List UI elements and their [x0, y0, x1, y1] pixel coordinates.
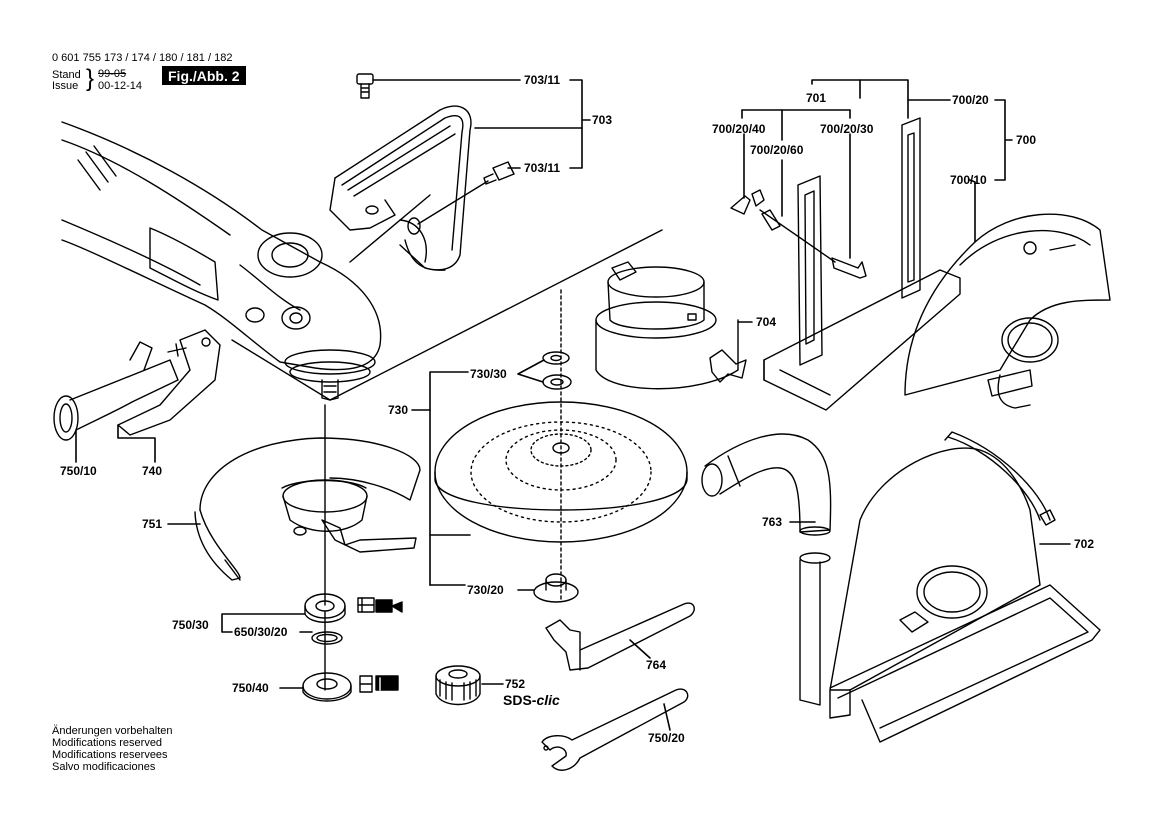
label-750-10: 750/10 — [60, 464, 97, 478]
label-703-11-top: 703/11 — [524, 73, 561, 87]
label-764: 764 — [646, 658, 667, 672]
stand-struck-date: 99-05 — [98, 68, 127, 80]
label-730-20: 730/20 — [467, 583, 504, 597]
label-751: 751 — [142, 517, 163, 531]
leader-lines — [75, 79, 1071, 731]
label-700-20: 700/20 — [952, 93, 989, 107]
assembly-axes — [231, 180, 836, 691]
adapter-704 — [595, 261, 747, 390]
pin-wrench-750-20 — [541, 688, 689, 771]
label-752: 752 — [505, 677, 526, 691]
issue-date: 00-12-14 — [98, 80, 143, 92]
label-700: 700 — [1016, 133, 1037, 147]
label-730-30: 730/30 — [470, 367, 507, 381]
sds-clic-label: SDS-clic — [503, 692, 560, 708]
label-730: 730 — [388, 403, 409, 417]
label-703: 703 — [592, 113, 613, 127]
part-numbers: 0 601 755 173 / 174 / 180 / 181 / 182 — [52, 52, 233, 64]
side-handle — [53, 329, 221, 441]
label-703-11-mid: 703/11 — [524, 161, 561, 175]
label-650-30-20: 650/30/20 — [234, 625, 288, 639]
sds-prefix: SDS- — [503, 692, 537, 708]
label-763: 763 — [762, 515, 783, 529]
note-line: Modifications reservees — [52, 749, 168, 761]
label-750-30: 750/30 — [172, 618, 209, 632]
label-700-20-40: 700/20/40 — [712, 122, 766, 136]
label-704: 704 — [756, 315, 777, 329]
figure-badge: Fig./Abb. 2 — [162, 66, 246, 85]
stand-label: Stand — [52, 69, 81, 81]
note-line: Salvo modificaciones — [52, 761, 156, 773]
flange-730-20 — [533, 573, 579, 603]
label-740: 740 — [142, 464, 163, 478]
brace: } — [86, 65, 95, 92]
label-700-10: 700/10 — [950, 173, 987, 187]
modification-notes: Änderungen vorbehalten Modifications res… — [52, 725, 172, 773]
label-700-20-60: 700/20/60 — [750, 143, 804, 157]
hose-763 — [701, 433, 832, 536]
wrench-764 — [545, 602, 695, 671]
guard-700-10 — [904, 213, 1111, 409]
note-line: Änderungen vorbehalten — [52, 725, 173, 737]
sds-suffix: clic — [536, 692, 560, 708]
grinding-disc-730 — [434, 289, 688, 601]
label-750-40: 750/40 — [232, 681, 269, 695]
issue-label: Issue — [52, 80, 79, 92]
label-702: 702 — [1074, 537, 1095, 551]
label-701: 701 — [806, 91, 827, 105]
guard-702 — [799, 431, 1101, 743]
label-700-20-30: 700/20/30 — [820, 122, 874, 136]
angle-grinder — [61, 121, 382, 401]
bow-703 — [329, 73, 515, 271]
flange-nuts — [302, 593, 481, 706]
note-line: Modifications reserved — [52, 737, 163, 749]
cutting-guide-700 — [730, 117, 961, 411]
wheel-guard-751 — [194, 437, 421, 581]
label-750-20: 750/20 — [648, 731, 685, 745]
